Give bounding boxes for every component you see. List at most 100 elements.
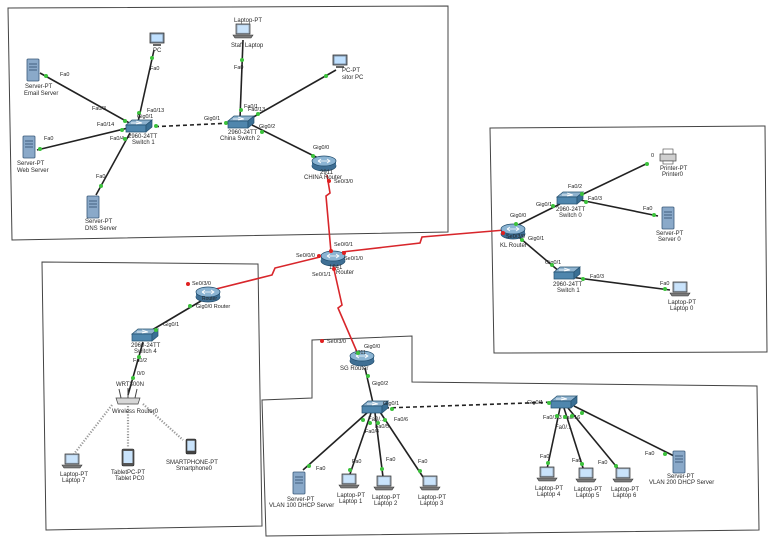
laptop0-node[interactable]: Laptop-PT Laptop 0: [668, 281, 696, 312]
port-label: Fa0: [96, 174, 105, 180]
port-label: Gig0/1: [527, 400, 543, 406]
port-label: Fa0: [660, 281, 669, 287]
sg-router-type: 2911: [355, 350, 366, 356]
port-label: Fa0/4: [110, 136, 124, 142]
smartphone0-node[interactable]: SMARTPHONE-PT Smartphone0: [166, 438, 218, 472]
laptop1-type: Laptop-PT: [337, 493, 365, 499]
port-label: 0: [651, 153, 654, 159]
port-label: Se0/0/0: [296, 253, 315, 259]
port-label: Fa0: [352, 459, 361, 465]
laptop6-name: Laptop 6: [613, 493, 637, 499]
vlan200-server-type: Server-PT: [667, 474, 695, 480]
kl-cables: [513, 162, 671, 291]
laptop5-node[interactable]: Laptop-PT Laptop 5: [574, 467, 602, 499]
port-label: Fa0/6: [394, 417, 408, 423]
vlan200-server-name: VLAN 200 DHCP Server: [649, 480, 714, 486]
wireless-router-type: WRT300N: [116, 382, 144, 388]
left-router-name: Router: [202, 296, 217, 302]
laptop1-name: Laptop 1: [339, 499, 363, 505]
staff-laptop-name: Staff Laptop: [231, 43, 264, 49]
laptop4-type: Laptop-PT: [535, 486, 563, 492]
dns-server-node[interactable]: Server-PT DNS Server: [85, 195, 117, 232]
laptop2-node[interactable]: Laptop-PT Laptop 2: [372, 475, 400, 507]
china-switch2-node[interactable]: 2960-24TT China Switch 2: [220, 115, 261, 142]
china-router-node[interactable]: CHINA Router 2911: [304, 155, 342, 181]
vlan100-server-node[interactable]: Server-PT VLAN 100 DHCP Server: [269, 471, 334, 509]
port-label: Se0/1/0: [344, 256, 363, 262]
pc-top-node[interactable]: PC: [149, 32, 165, 54]
kl-switch0-node[interactable]: 2960-24TT Switch 0: [556, 191, 586, 219]
port-label: Fa0/4: [365, 429, 379, 435]
vlan200-server-node[interactable]: Server-PT VLAN 200 DHCP Server: [649, 450, 714, 486]
china-router-name: CHINA Router: [304, 175, 342, 181]
china-switch1-node[interactable]: 2960-24TT Switch 1: [125, 119, 158, 146]
pc-top-name: PC: [153, 48, 162, 54]
port-label: Fa0: [598, 460, 607, 466]
tablet0-type: TabletPC-PT: [111, 470, 145, 476]
port-label: Fa0: [150, 66, 159, 72]
laptop7-name: Laptop 7: [62, 478, 86, 484]
tablet0-node[interactable]: TabletPC-PT Tablet PC0: [111, 448, 145, 482]
laptop3-node[interactable]: Laptop-PT Laptop 3: [418, 475, 446, 507]
sg-switch-left-node[interactable]: Fa0/...: [361, 400, 389, 423]
port-label: Fa0: [572, 458, 581, 464]
staff-laptop-node[interactable]: Laptop-PT Staff Laptop: [231, 18, 264, 49]
laptop1-node[interactable]: Laptop-PT Laptop 1: [337, 473, 365, 505]
kl-router-node[interactable]: KL Router: [500, 223, 527, 249]
port-label: Fa0: [645, 451, 654, 457]
laptop7-node[interactable]: Laptop-PT Laptop 7: [60, 453, 88, 484]
port-label: Fa0/2: [568, 184, 582, 190]
visitor-pc-node[interactable]: PC-PT sitor PC: [332, 54, 364, 81]
laptop4-node[interactable]: Laptop-PT Laptop 4: [535, 466, 563, 498]
laptop7-type: Laptop-PT: [60, 472, 88, 478]
kl-switch1-node[interactable]: 2960-24TT Switch 1: [553, 266, 583, 294]
web-server-node[interactable]: Server-PT Web Server: [17, 135, 49, 174]
kl-switch0-type: 2960-24TT: [556, 207, 586, 213]
port-label: Se0/0/1: [334, 242, 353, 248]
sg-router-node[interactable]: 2911 SG Router: [340, 350, 375, 372]
switch2-type: 2960-24TT: [228, 130, 258, 136]
laptop3-name: Laptop 3: [420, 501, 444, 507]
port-label: Fa0/3: [92, 106, 106, 112]
smartphone0-name: Smartphone0: [176, 466, 213, 472]
laptop0-name: Laptop 0: [670, 306, 694, 312]
port-label: Gig0/2: [372, 381, 388, 387]
zone-china: [7, 5, 449, 241]
sg-switch-right-node[interactable]: Fa0/...: [550, 395, 578, 431]
china-cables: [36, 39, 337, 196]
laptop2-type: Laptop-PT: [372, 495, 400, 501]
port-label: Fa0: [386, 457, 395, 463]
isp-router-node[interactable]: 1941 Router: [320, 250, 354, 276]
port-label: Fa0: [316, 466, 325, 472]
laptop5-type: Laptop-PT: [574, 487, 602, 493]
port-label: Fa0/1 3 Fa0/16: [543, 415, 580, 421]
smartphone0-type: SMARTPHONE-PT: [166, 460, 218, 466]
switch4-name: Switch 4: [134, 349, 157, 355]
port-label: Fa0: [643, 206, 652, 212]
port-label: Fa0/13: [147, 108, 164, 114]
visitor-pc-type: PC-PT: [342, 68, 360, 74]
port-label: Gig0/1: [528, 236, 544, 242]
switch4-node[interactable]: 2960-24TT Switch 4: [131, 328, 161, 355]
port-label: Fa0/14: [97, 122, 114, 128]
port-label: Se0/1/1: [312, 272, 331, 278]
left-router-node[interactable]: Router: [195, 286, 221, 303]
laptop3-type: Laptop-PT: [418, 495, 446, 501]
laptop6-node[interactable]: Laptop-PT Laptop 6: [611, 467, 639, 499]
printer-node[interactable]: Printer-PT Printer0: [659, 148, 688, 178]
email-server-name: Email Server: [24, 91, 58, 97]
port-label: Se0/3/0: [506, 234, 525, 240]
server0-node[interactable]: Server-PT Server 0: [656, 206, 684, 243]
port-label: Fa0/2: [133, 358, 147, 364]
printer-name: Printer0: [662, 172, 684, 178]
email-server-node[interactable]: Server-PT Email Server: [24, 58, 58, 97]
vlan100-server-type: Server-PT: [287, 497, 315, 503]
visitor-pc-name: sitor PC: [342, 75, 364, 81]
sg-cables: [302, 367, 677, 478]
vlan100-server-name: VLAN 100 DHCP Server: [269, 503, 334, 509]
port-label: Fa0/5: [375, 424, 389, 430]
sg-switch-right-name: Fa0/...: [555, 425, 572, 431]
port-label: Fa0: [60, 72, 69, 78]
wireless-router-node[interactable]: WRT300N Wireless Router0: [112, 382, 159, 415]
serial-links: [211, 174, 506, 353]
